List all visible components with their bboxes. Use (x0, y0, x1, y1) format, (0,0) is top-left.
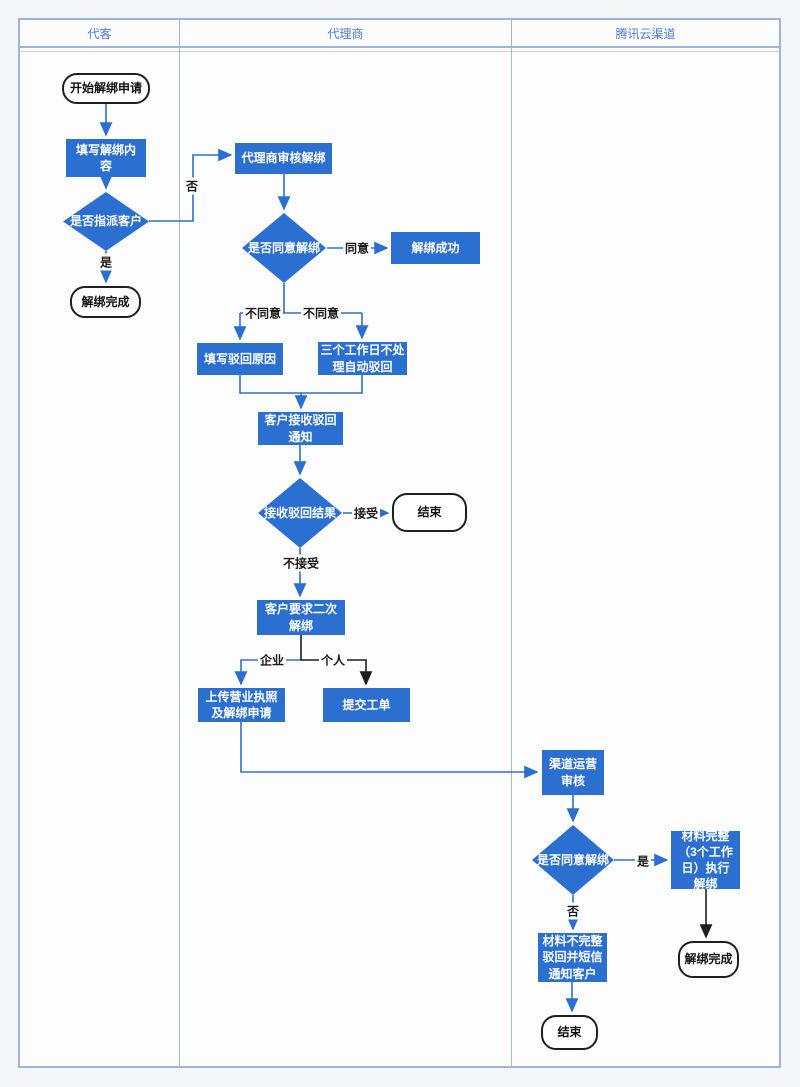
node-agent-review-unbind: 代理商审核解绑 (235, 143, 332, 174)
header-underline (20, 51, 779, 52)
node-unbind-done-1: 解绑完成 (70, 286, 141, 318)
edge-label-no-assign: 否 (183, 177, 201, 195)
edge-label-no-agree2: 否 (564, 902, 582, 920)
edge-label-personal: 个人 (318, 651, 348, 669)
node-fill-reject-reason: 填写驳回原因 (197, 343, 283, 375)
node-second-unbind-request: 客户要求二次 解绑 (257, 600, 345, 635)
edge-label-disagree-left: 不同意 (242, 304, 284, 322)
node-unbind-success: 解绑成功 (391, 232, 480, 264)
lane-header-tencent: 腾讯云渠道 (615, 26, 676, 41)
edge-label-enterprise: 企业 (257, 651, 287, 669)
node-end-2: 结束 (541, 1015, 598, 1050)
lane-header-row: 代客 代理商 腾讯云渠道 (20, 20, 779, 48)
node-auto-reject-3days: 三个工作日不处 理自动驳回 (318, 342, 407, 375)
node-end-1: 结束 (392, 493, 467, 532)
edge-label-yes-agree2: 是 (634, 852, 652, 870)
lane-header-customer: 代客 (20, 20, 180, 46)
edge-label-not-accept: 不接受 (280, 554, 322, 572)
edge-label-disagree-right: 不同意 (300, 304, 342, 322)
lane-divider-1 (179, 48, 180, 1066)
node-fill-unbind-content: 填写解绑内 容 (66, 139, 146, 177)
edge-label-agree: 同意 (342, 239, 372, 257)
node-customer-receive-reject: 客户接收驳回 通知 (258, 412, 343, 445)
node-channel-ops-review: 渠道运营 审核 (542, 750, 604, 795)
node-submit-ticket: 提交工单 (323, 688, 410, 722)
node-unbind-done-2: 解绑完成 (678, 941, 739, 978)
edge-label-yes-assign: 是 (97, 253, 115, 271)
node-material-incomplete: 材料不完整 驳回并短信 通知客户 (538, 933, 607, 982)
lane-divider-2 (511, 48, 512, 1066)
node-material-complete: 材料完整 （3个工作 日）执行 解绑 (671, 829, 740, 891)
node-start-unbind-request: 开始解绑申请 (62, 73, 150, 104)
swimlane-board: 代客 代理商 腾讯云渠道 (18, 18, 781, 1068)
lane-header-agent: 代理商 (180, 20, 512, 46)
node-upload-license: 上传营业执照 及解绑申请 (198, 688, 285, 722)
edge-label-accept: 接受 (351, 504, 381, 522)
